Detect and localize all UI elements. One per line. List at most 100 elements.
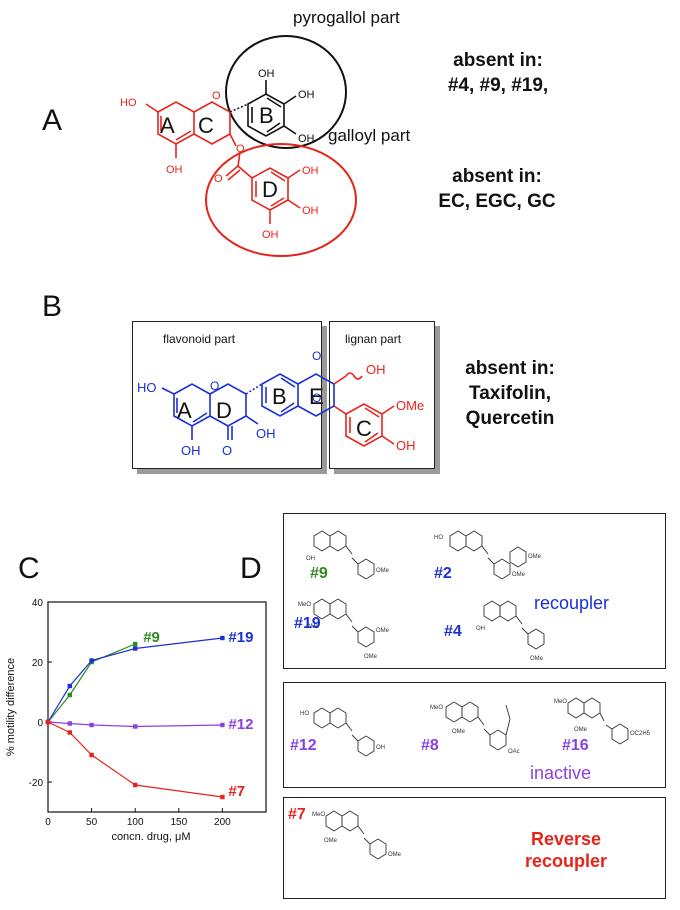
data-point xyxy=(220,794,225,800)
ring-a-label: A xyxy=(177,398,192,423)
pyrogallol-circle xyxy=(225,35,347,149)
svg-text:OMe: OMe xyxy=(530,656,544,662)
egcg-structure: O O O A C B D HO OH OH OH OH OH OH OH xyxy=(120,35,357,257)
series-label-7: #7 xyxy=(228,783,245,800)
recoupler-group-label: recoupler xyxy=(534,593,610,613)
y-tick-label: 40 xyxy=(32,598,44,609)
flavonoid-box xyxy=(132,321,322,469)
svg-text:HO: HO xyxy=(300,711,309,717)
absent-note-galloyl: absent in: EC, EGC, GC xyxy=(438,166,556,212)
ring-c-o: O xyxy=(212,90,221,102)
series-label-19: #19 xyxy=(228,629,253,646)
data-point xyxy=(67,683,72,689)
galloyl-oval xyxy=(205,143,357,257)
x-axis-label: concn. drug, μM xyxy=(111,831,190,843)
galloyl-label: galloyl part xyxy=(328,126,411,145)
svg-text:OAc: OAc xyxy=(508,749,520,755)
ring-b-label: B xyxy=(259,103,274,128)
data-point xyxy=(133,646,138,651)
svg-text:O: O xyxy=(214,173,223,185)
svg-text:OH: OH xyxy=(306,556,315,562)
svg-text:OH: OH xyxy=(302,165,319,177)
compound-2-label: #2 xyxy=(434,565,452,582)
data-point xyxy=(89,658,94,663)
data-point xyxy=(67,721,72,726)
panel-a-letter: A xyxy=(42,104,63,137)
x-tick-label: 50 xyxy=(86,817,98,828)
svg-text:MeO: MeO xyxy=(554,699,567,705)
compound-12-label: #12 xyxy=(290,737,317,754)
svg-text:OH: OH xyxy=(396,438,416,453)
series-label-9: #9 xyxy=(143,629,160,646)
svg-text:OMe: OMe xyxy=(528,554,542,560)
svg-text:OH: OH xyxy=(256,426,276,441)
ring-b-label: B xyxy=(272,384,287,409)
y-tick-label: -20 xyxy=(29,778,44,789)
svg-text:MeO: MeO xyxy=(298,602,311,608)
y-tick-label: 20 xyxy=(32,658,44,669)
data-point xyxy=(220,635,225,641)
svg-text:OMe: OMe xyxy=(324,838,338,844)
svg-text:O: O xyxy=(222,443,232,458)
compound-4-label: #4 xyxy=(444,623,462,640)
svg-text:OMe: OMe xyxy=(364,654,378,660)
data-point xyxy=(45,719,51,725)
svg-text:OH: OH xyxy=(181,443,201,458)
silybin-structure: O O O HO OH O OH OH OMe OH A D B E C xyxy=(137,349,424,458)
svg-text:OMe: OMe xyxy=(396,398,424,413)
svg-text:OH: OH xyxy=(298,89,315,101)
svg-text:OH: OH xyxy=(366,362,386,377)
svg-text:OH: OH xyxy=(302,205,319,217)
svg-text:OH: OH xyxy=(376,745,385,751)
ring-e-label: E xyxy=(309,384,324,409)
svg-text:OMe: OMe xyxy=(574,727,588,733)
reverse-recoupler-group-label: Reverse recoupler xyxy=(524,829,608,871)
compound-9-label: #9 xyxy=(310,565,328,582)
series-line-9 xyxy=(47,643,136,723)
svg-text:OMe: OMe xyxy=(452,729,466,735)
compound-16-label: #16 xyxy=(562,737,589,754)
ring-c-label: C xyxy=(198,113,214,138)
y-tick-label: 0 xyxy=(37,718,43,729)
y-axis-label: % motility difference xyxy=(5,658,17,756)
lignan-label: lignan part xyxy=(345,332,402,346)
svg-text:OMe: OMe xyxy=(376,628,390,634)
data-point xyxy=(133,782,138,788)
svg-text:OC2H5: OC2H5 xyxy=(630,731,651,737)
svg-text:O: O xyxy=(210,379,219,393)
data-point xyxy=(89,722,94,728)
x-tick-label: 200 xyxy=(214,817,231,828)
svg-text:HO: HO xyxy=(434,535,443,541)
data-point xyxy=(67,692,72,698)
ring-a-label: A xyxy=(160,113,175,138)
svg-text:O: O xyxy=(312,391,321,405)
svg-text:HO: HO xyxy=(137,380,157,395)
x-tick-label: 100 xyxy=(127,817,144,828)
x-tick-label: 150 xyxy=(170,817,187,828)
series-label-12: #12 xyxy=(228,716,253,733)
ring-d-label: D xyxy=(216,398,232,423)
svg-text:MeO: MeO xyxy=(312,812,325,818)
data-point xyxy=(67,730,72,735)
svg-text:OMe: OMe xyxy=(388,852,402,858)
data-point xyxy=(220,722,225,728)
svg-text:OMe: OMe xyxy=(376,568,390,574)
pyrogallol-label: pyrogallol part xyxy=(293,8,400,27)
inactive-group-label: inactive xyxy=(530,763,592,783)
lignan-box xyxy=(329,321,435,469)
absent-note-lignan: absent in: Taxifolin, Quercetin xyxy=(465,358,555,429)
panel-d-letter: D xyxy=(240,552,262,585)
data-point xyxy=(89,752,94,758)
svg-text:OH: OH xyxy=(298,133,315,145)
data-point xyxy=(133,641,138,647)
plot-frame xyxy=(47,601,267,813)
flavonoid-label: flavonoid part xyxy=(163,332,236,346)
svg-text:O: O xyxy=(312,349,321,363)
svg-text:OH: OH xyxy=(166,164,183,176)
